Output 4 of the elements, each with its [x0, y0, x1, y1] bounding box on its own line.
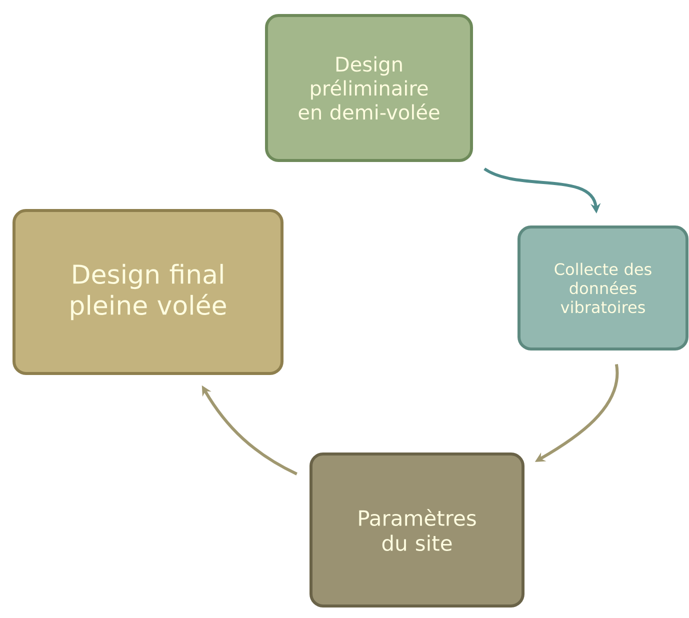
process-box: Collecte des données vibratoires — [518, 225, 688, 350]
process-box: Design final pleine volée — [12, 209, 284, 375]
process-box: Design préliminaire en demi-volée — [265, 14, 473, 162]
process-box: Paramètres du site — [310, 452, 524, 608]
